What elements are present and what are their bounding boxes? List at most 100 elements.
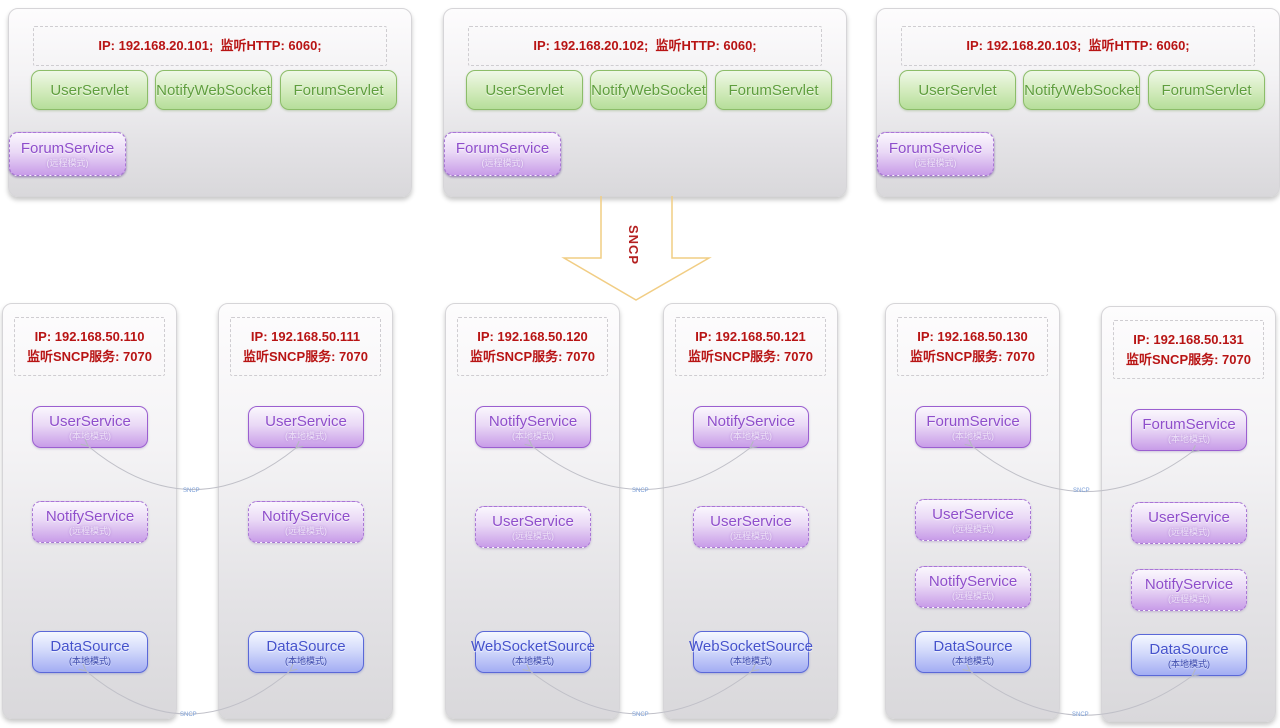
app-server-panel: IP: 192.168.20.101; 监听HTTP: 6060; UserSe… [8, 8, 412, 197]
service-box: ForumService(本地模式) [1131, 409, 1247, 451]
service-mode: (本地模式) [952, 655, 994, 666]
service-mode: (远程模式) [952, 590, 994, 601]
service-mode: (本地模式) [1168, 433, 1210, 444]
connector-protocol-label: SNCP [632, 488, 649, 494]
ip-text: IP: 192.168.50.130 [917, 329, 1028, 344]
service-node-panel: IP: 192.168.50.121 监听SNCP服务: 7070 Notify… [663, 303, 838, 719]
port-text: 监听SNCP服务: 7070 [910, 348, 1035, 364]
service-mode: (本地模式) [730, 430, 772, 441]
ip-text: IP: 192.168.50.111 [250, 329, 361, 344]
servlet-label: NotifyWebSocket [156, 81, 271, 99]
ip-address-label: IP: 192.168.50.130 监听SNCP服务: 7070 [897, 317, 1048, 376]
port-text: 监听SNCP服务: 7070 [470, 348, 595, 364]
port-text: 监听SNCP服务: 7070 [1126, 351, 1251, 367]
service-box: WebSocketSource(本地模式) [471, 631, 595, 673]
ip-text: IP: 192.168.20.101; 监听HTTP: 6060; [98, 38, 322, 54]
connector-protocol-label: SNCP [183, 488, 200, 494]
service-name: NotifyService [45, 507, 135, 525]
servlet-label: UserServlet [485, 81, 564, 99]
service-name: ForumService [455, 139, 550, 157]
service-box: DataSource(本地模式) [1131, 634, 1247, 676]
service-name: ForumService [1142, 415, 1236, 433]
ip-address-label: IP: 192.168.20.102; 监听HTTP: 6060; [468, 26, 822, 66]
service-mode: (远程模式) [1168, 526, 1210, 537]
connector-protocol-label: SNCP [1072, 712, 1089, 718]
port-text: 监听SNCP服务: 7070 [27, 348, 152, 364]
service-mode: (本地模式) [1168, 658, 1210, 669]
service-box: UserService(本地模式) [248, 406, 364, 448]
service-name: NotifyService [261, 507, 351, 525]
app-server-panel: IP: 192.168.20.102; 监听HTTP: 6060; UserSe… [443, 8, 847, 197]
service-name: UserService [710, 512, 792, 530]
service-mode: (远程模式) [512, 530, 554, 541]
service-name: ForumService [926, 412, 1020, 430]
service-mode: (远程模式) [914, 157, 957, 168]
service-box: UserService(远程模式) [475, 506, 591, 548]
service-box: NotifyService(远程模式) [248, 501, 364, 543]
sncp-arrow-label: SNCP [626, 224, 641, 266]
ip-address-label: IP: 192.168.50.121 监听SNCP服务: 7070 [675, 317, 826, 376]
ip-address-label: IP: 192.168.50.111 监听SNCP服务: 7070 [230, 317, 381, 376]
service-box: NotifyService(远程模式) [1131, 569, 1247, 611]
servlet-label: ForumServlet [293, 81, 384, 99]
servlet-box: NotifyWebSocket [590, 70, 707, 110]
ip-address-label: IP: 192.168.20.103; 监听HTTP: 6060; [901, 26, 1255, 66]
service-box: UserService(远程模式) [915, 499, 1031, 541]
service-name: DataSource [933, 637, 1013, 655]
service-mode: (本地模式) [285, 655, 327, 666]
ip-address-label: IP: 192.168.50.110 监听SNCP服务: 7070 [14, 317, 165, 376]
port-text: 监听SNCP服务: 7070 [688, 348, 813, 364]
ip-text: IP: 192.168.50.120 [477, 329, 588, 344]
servlet-box: ForumServlet [715, 70, 832, 110]
service-box: UserService(本地模式) [32, 406, 148, 448]
service-box: NotifyService(本地模式) [693, 406, 809, 448]
service-mode: (远程模式) [69, 525, 111, 536]
servlet-box: ForumServlet [280, 70, 397, 110]
servlet-box: UserServlet [466, 70, 583, 110]
service-mode: (本地模式) [952, 430, 994, 441]
service-mode: (本地模式) [69, 430, 111, 441]
service-mode: (远程模式) [730, 530, 772, 541]
servlet-box: NotifyWebSocket [155, 70, 272, 110]
connector-protocol-label: SNCP [180, 712, 197, 718]
service-name: NotifyService [1144, 575, 1234, 593]
service-name: UserService [932, 505, 1014, 523]
service-mode: (远程模式) [285, 525, 327, 536]
ip-text: IP: 192.168.50.131 [1133, 332, 1244, 347]
service-name: NotifyService [488, 412, 578, 430]
servlet-label: ForumServlet [728, 81, 819, 99]
ip-text: IP: 192.168.50.121 [695, 329, 806, 344]
service-node-panel: IP: 192.168.50.111 监听SNCP服务: 7070 UserSe… [218, 303, 393, 719]
service-box: NotifyService(本地模式) [475, 406, 591, 448]
service-name: NotifyService [706, 412, 796, 430]
ip-address-label: IP: 192.168.50.131 监听SNCP服务: 7070 [1113, 320, 1264, 379]
service-mode: (远程模式) [1168, 593, 1210, 604]
service-node-panel: IP: 192.168.50.110 监听SNCP服务: 7070 UserSe… [2, 303, 177, 719]
service-node-panel: IP: 192.168.50.120 监听SNCP服务: 7070 Notify… [445, 303, 620, 719]
service-name: WebSocketSource [471, 637, 595, 655]
service-mode: (本地模式) [512, 430, 554, 441]
connector-protocol-label: SNCP [632, 712, 649, 718]
service-node-panel: IP: 192.168.50.130 监听SNCP服务: 7070 ForumS… [885, 303, 1060, 719]
service-mode: (本地模式) [730, 655, 772, 666]
service-name: UserService [49, 412, 131, 430]
service-box: WebSocketSource(本地模式) [689, 631, 813, 673]
servlet-box: UserServlet [31, 70, 148, 110]
service-name: UserService [492, 512, 574, 530]
servlet-label: NotifyWebSocket [591, 81, 706, 99]
ip-text: IP: 192.168.20.102; 监听HTTP: 6060; [533, 38, 757, 54]
service-box: UserService(远程模式) [693, 506, 809, 548]
connector-protocol-label: SNCP [1073, 488, 1090, 494]
service-name: ForumService [888, 139, 983, 157]
service-name: UserService [1148, 508, 1230, 526]
service-box: ForumService(远程模式) [9, 132, 126, 176]
service-mode: (远程模式) [952, 523, 994, 534]
service-box: NotifyService(远程模式) [32, 501, 148, 543]
ip-address-label: IP: 192.168.20.101; 监听HTTP: 6060; [33, 26, 387, 66]
service-box: DataSource(本地模式) [248, 631, 364, 673]
service-mode: (远程模式) [46, 157, 89, 168]
ip-address-label: IP: 192.168.50.120 监听SNCP服务: 7070 [457, 317, 608, 376]
service-box: ForumService(远程模式) [877, 132, 994, 176]
service-box: ForumService(远程模式) [444, 132, 561, 176]
service-box: UserService(远程模式) [1131, 502, 1247, 544]
